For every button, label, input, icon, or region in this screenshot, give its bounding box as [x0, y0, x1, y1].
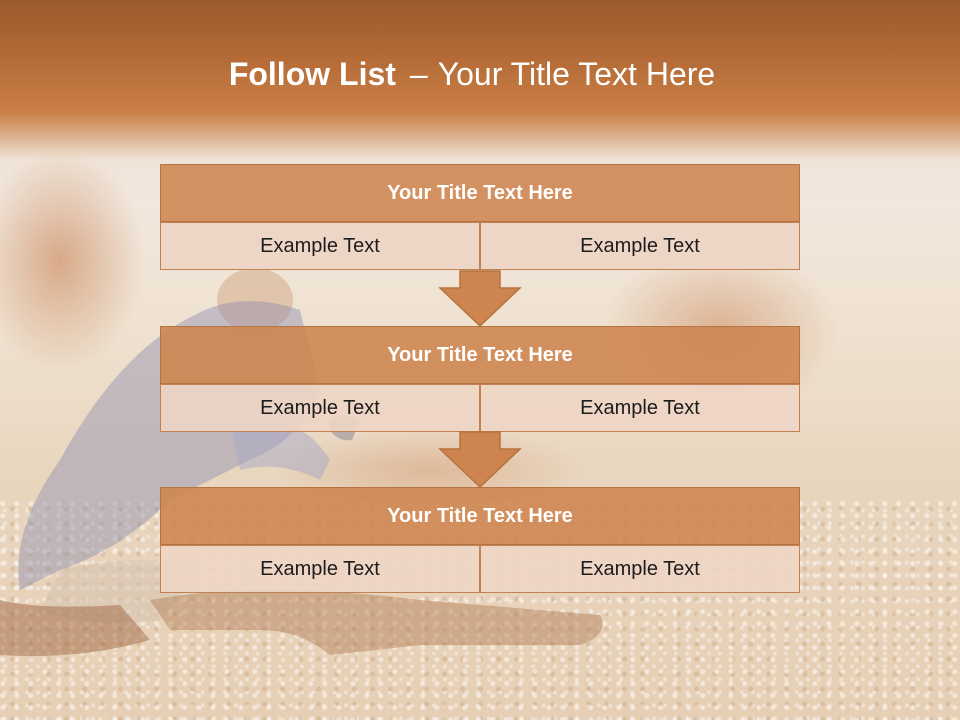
step-left-text: Example Text [160, 545, 480, 593]
header-band [0, 0, 960, 160]
step-left-text: Example Text [160, 384, 480, 432]
slide-title: Follow List–Your Title Text Here [0, 56, 944, 93]
step-title: Your Title Text Here [160, 164, 800, 222]
step-title: Your Title Text Here [160, 487, 800, 545]
title-rest: Your Title Text Here [437, 56, 716, 92]
follow-list-step-3: Your Title Text Here Example Text Exampl… [160, 487, 800, 593]
step-right-text: Example Text [480, 384, 800, 432]
down-arrow-icon [438, 431, 522, 489]
title-separator: – [409, 56, 428, 92]
step-right-text: Example Text [480, 222, 800, 270]
down-arrow-icon [438, 270, 522, 328]
follow-list-step-2: Your Title Text Here Example Text Exampl… [160, 326, 800, 432]
title-bold-part: Follow List [228, 56, 396, 92]
follow-list-step-1: Your Title Text Here Example Text Exampl… [160, 164, 800, 270]
step-title: Your Title Text Here [160, 326, 800, 384]
step-left-text: Example Text [160, 222, 480, 270]
step-right-text: Example Text [480, 545, 800, 593]
